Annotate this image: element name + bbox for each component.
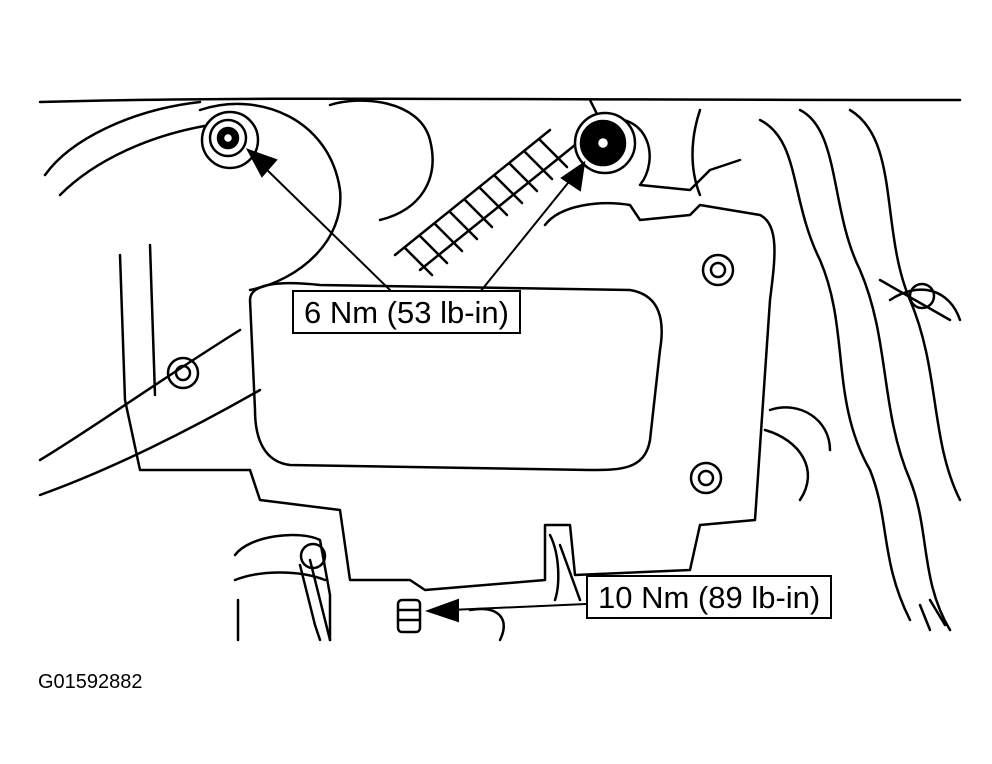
mounting-hole	[908, 282, 936, 310]
mounting-holes	[166, 253, 936, 570]
left-hose	[43, 100, 202, 177]
upper-right-bolt	[573, 111, 637, 175]
leader-line-lower	[449, 603, 587, 611]
wiring-harness-2	[798, 108, 952, 632]
left-frame	[38, 328, 242, 462]
mounting-hole	[299, 542, 327, 570]
leader-line-upper-left	[261, 164, 393, 293]
mounting-hole	[701, 253, 735, 287]
mounting-hole	[689, 461, 723, 495]
lower-cylinder	[233, 533, 332, 642]
leader-line-upper-right	[479, 177, 573, 293]
arrowhead-lower	[424, 598, 459, 623]
top-border-line	[38, 97, 962, 104]
left-frame-lower	[38, 388, 262, 497]
ring-arc	[198, 102, 342, 292]
figure-id-label: G01592882	[38, 671, 143, 693]
torque-callout-lower: 10 Nm (89 lb-in)	[586, 575, 833, 619]
torque-callout-upper: 6 Nm (53 lb-in)	[292, 290, 521, 334]
arrowhead-upper-left	[245, 148, 278, 178]
mounting-hole	[166, 356, 200, 390]
wiring-harness-1	[758, 118, 912, 622]
inner-panel	[248, 281, 663, 472]
bracket-plate	[248, 201, 776, 592]
lower-stud	[396, 598, 422, 634]
coiled-hose	[393, 128, 577, 277]
left-hose-inner	[58, 123, 212, 197]
upper-left-nut	[200, 110, 260, 170]
arrowhead-upper-right	[560, 160, 586, 192]
